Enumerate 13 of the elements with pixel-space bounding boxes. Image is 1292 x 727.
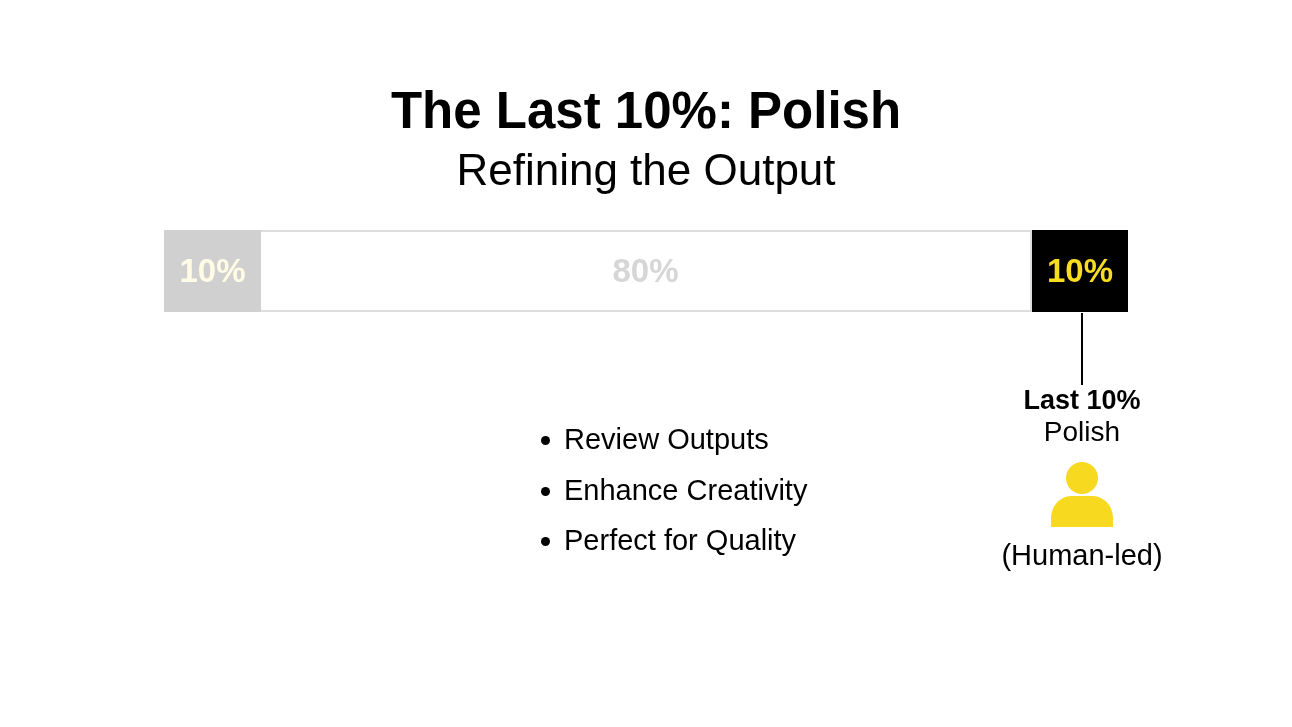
- role-label: (Human-led): [1000, 538, 1164, 573]
- title: The Last 10%: Polish: [389, 81, 903, 141]
- bullet-text: Perfect for Quality: [564, 523, 797, 558]
- subtitle: Refining the Output: [455, 144, 837, 196]
- progress-segment: [261, 230, 1032, 312]
- leader-line: [1081, 312, 1083, 386]
- progress-segment: [1032, 230, 1128, 312]
- stage-name: Polish: [1043, 416, 1121, 447]
- progress-segment: [164, 230, 261, 312]
- bullet-text: Review Outputs: [564, 422, 769, 457]
- bullet-text: Enhance Creativity: [564, 473, 808, 508]
- stage-heading: Last 10%: [1023, 385, 1141, 416]
- percent-label: 10%: [1046, 252, 1114, 290]
